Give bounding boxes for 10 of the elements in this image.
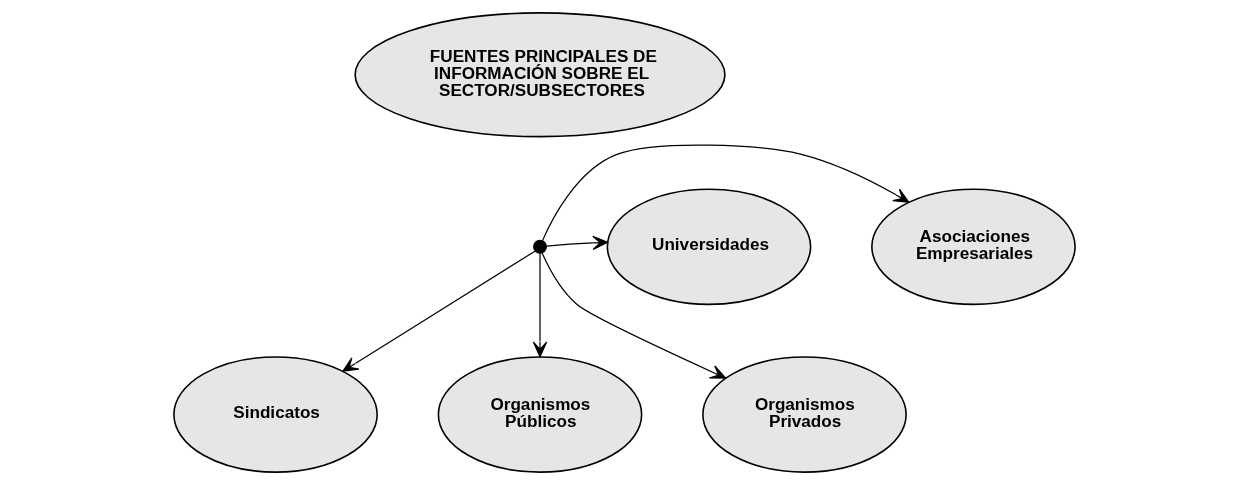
node-circle <box>532 239 547 254</box>
arrow <box>341 250 536 372</box>
node-ellipse: Organismos Públicos <box>437 356 642 473</box>
node-ellipse: FUENTES PRINCIPALES DE INFORMACIÓN SOBRE EL SECTOR/SUBSECTORES <box>353 12 726 138</box>
node-ellipse: Universidades <box>606 188 811 306</box>
arrow <box>545 235 608 251</box>
arrow <box>540 252 726 379</box>
arrow <box>541 144 909 242</box>
node-ellipse: Organismos Privados <box>701 356 907 473</box>
arrow <box>532 252 547 358</box>
